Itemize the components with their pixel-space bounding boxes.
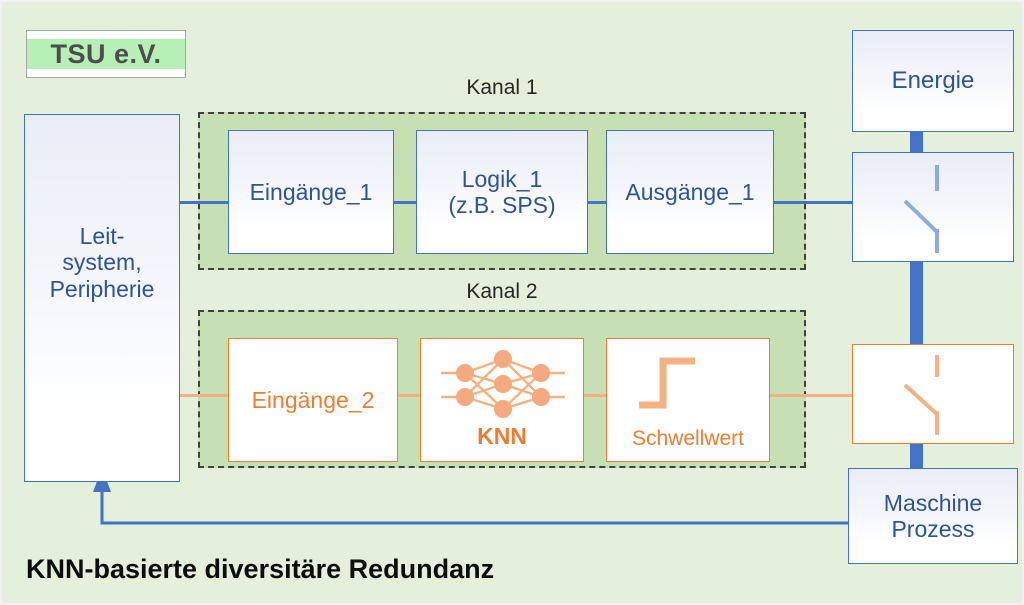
maschine-label: Maschine [883, 489, 983, 516]
logo-highlight-band: TSU e.V. [27, 39, 185, 69]
eingaenge-1-label: Eingänge_1 [249, 178, 373, 205]
schwellwert-box[interactable]: Schwellwert [606, 338, 770, 462]
wire-logik1-to-ausgaenge1 [588, 201, 606, 204]
leitsystem-label: Leit- system, Peripherie [25, 223, 179, 302]
wire-eingaenge2-to-knn [398, 394, 420, 397]
switch-open-icon [903, 165, 940, 253]
logik-1-sublabel: (z.B. SPS) [448, 192, 556, 218]
step-function-icon [639, 357, 695, 409]
eingaenge-2-label: Eingänge_2 [251, 386, 375, 413]
switch-1-box[interactable] [852, 152, 1014, 262]
knn-box[interactable]: KNN [420, 338, 584, 462]
ausgaenge-1-label: Ausgänge_1 [625, 178, 755, 205]
wire-ausgaenge1-to-switch1 [774, 201, 852, 204]
knn-label: KNN [477, 422, 527, 449]
leitsystem-line-1: Leit- [79, 223, 125, 249]
schwellwert-label: Schwellwert [631, 426, 745, 450]
channel-1-label: Kanal 1 [466, 76, 538, 99]
maschine-prozess-box[interactable]: Maschine Prozess [848, 468, 1018, 564]
energie-box[interactable]: Energie [852, 30, 1014, 132]
channel-2-label: Kanal 2 [466, 280, 538, 303]
tsu-logo: TSU e.V. [26, 30, 186, 78]
neural-network-icon [441, 350, 565, 418]
logik-1-label: Logik_1 [461, 165, 543, 192]
energie-label: Energie [891, 67, 975, 95]
wire-eingaenge1-to-logik1 [394, 201, 416, 204]
eingaenge-2-box[interactable]: Eingänge_2 [228, 338, 398, 462]
bus-energie-to-switch1 [910, 130, 923, 156]
feedback-line [100, 486, 848, 525]
wire-schwellwert-to-switch2 [770, 394, 854, 397]
leitsystem-box[interactable]: Leit- system, Peripherie [24, 114, 180, 482]
logo-text: TSU e.V. [50, 38, 162, 69]
leitsystem-line-2: system, [62, 249, 142, 276]
switch-open-icon [903, 355, 940, 435]
wire-controller-to-eingaenge1 [172, 201, 234, 204]
diagram-caption: KNN-basierte diversitäre Redundanz [26, 554, 495, 584]
prozess-label: Prozess [891, 516, 975, 542]
bus-switch1-to-switch2 [910, 260, 923, 348]
eingaenge-1-box[interactable]: Eingänge_1 [228, 130, 394, 254]
leitsystem-line-3: Peripherie [49, 275, 155, 302]
ausgaenge-1-box[interactable]: Ausgänge_1 [606, 130, 774, 254]
wire-knn-to-schwellwert [584, 394, 606, 397]
switch-2-box[interactable] [852, 344, 1014, 444]
bus-switch2-to-maschine [910, 442, 923, 470]
wire-controller-to-eingaenge2 [172, 394, 234, 397]
logik-1-box[interactable]: Logik_1 (z.B. SPS) [416, 130, 588, 254]
